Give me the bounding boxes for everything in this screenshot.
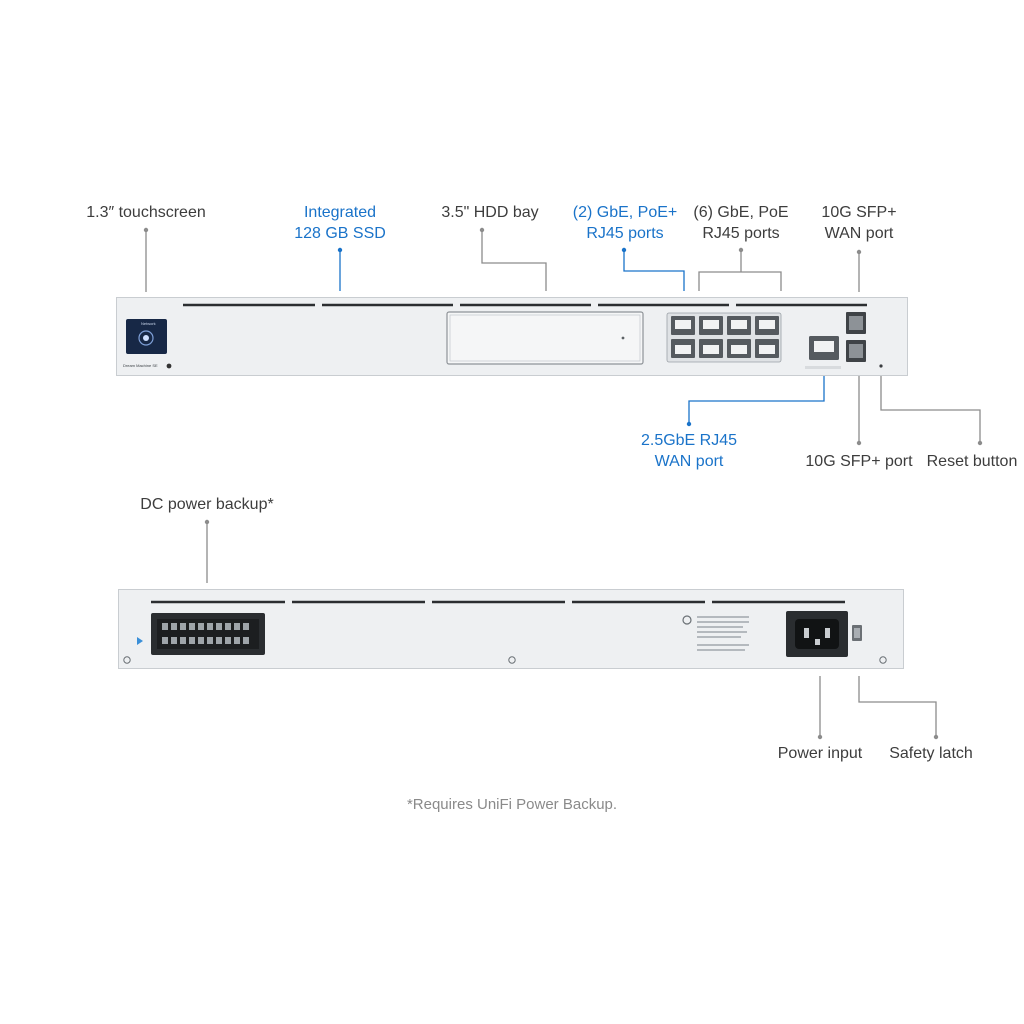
- screen-text: Network: [141, 321, 156, 326]
- device-name: Dream Machine SE: [123, 363, 158, 368]
- front-panel: Network Dream Machine SE: [116, 297, 908, 376]
- front-panel-graphics: [126, 303, 883, 369]
- leader-poe-plus: [623, 250, 685, 291]
- label-sfp-port: 10G SFP+ port: [805, 453, 913, 470]
- rear-panel: [118, 589, 904, 669]
- label-safety-latch: Safety latch: [889, 745, 973, 762]
- leader-poe: [698, 250, 782, 291]
- label-wan25: 2.5GbE RJ45 WAN port: [640, 432, 738, 470]
- leader-safety-latch: [858, 676, 937, 737]
- leader-reset: [880, 375, 981, 443]
- label-poe: (6) GbE, PoE RJ45 ports: [693, 204, 789, 242]
- leader-wan25: [688, 374, 825, 424]
- rear-panel-graphics: [123, 600, 887, 664]
- label-dc-backup: DC power backup*: [140, 496, 274, 513]
- label-poe-plus: (2) GbE, PoE+ RJ45 ports: [572, 204, 678, 242]
- footnote: *Requires UniFi Power Backup.: [406, 796, 618, 813]
- label-power-input: Power input: [777, 745, 863, 762]
- label-reset: Reset button: [926, 453, 1018, 470]
- label-ssd: Integrated 128 GB SSD: [294, 204, 386, 242]
- leader-hdd: [481, 230, 547, 291]
- label-hdd: 3.5" HDD bay: [441, 204, 539, 221]
- label-touchscreen: 1.3″ touchscreen: [86, 204, 206, 221]
- label-sfp-wan: 10G SFP+ WAN port: [821, 204, 897, 242]
